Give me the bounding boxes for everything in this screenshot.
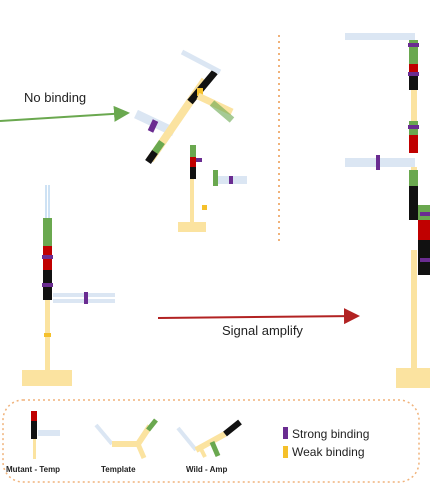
- legend-strong-binding-label: Strong binding: [292, 427, 370, 441]
- no-binding-arrow: [0, 105, 130, 122]
- wild-amp-icon: [176, 419, 242, 458]
- signal-amplify-label: Signal amplify: [222, 323, 303, 338]
- left-construct: [22, 185, 115, 386]
- legend-template-label: Template: [101, 465, 136, 474]
- no-binding-label: No binding: [24, 90, 87, 105]
- legend-weak-binding-label: Weak binding: [292, 445, 365, 459]
- legend-wild-amp-label: Wild - Amp: [186, 465, 228, 474]
- weak-binding-swatch: [283, 446, 288, 458]
- signal-amplify-arrow: [157, 308, 360, 325]
- no-binding-cluster: [134, 49, 247, 232]
- legend-mutant-temp-label: Mutant - Temp: [6, 465, 61, 474]
- amplified-tower: [345, 33, 430, 388]
- strong-binding-swatch: [283, 427, 288, 439]
- template-icon: [94, 418, 158, 459]
- mutant-temp-icon: [31, 411, 60, 459]
